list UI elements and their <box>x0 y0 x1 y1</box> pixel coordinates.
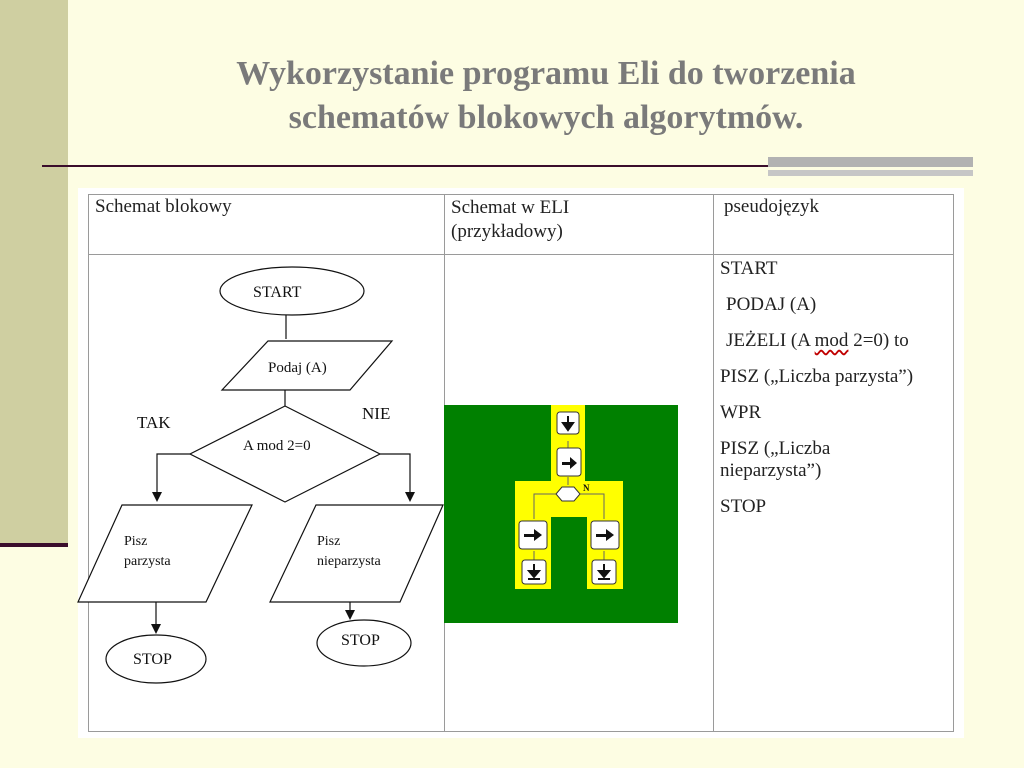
pseudo-line-print-odd: PISZ („Liczba nieparzysta”) <box>720 438 958 482</box>
connector-no <box>380 453 415 502</box>
pseudo-if-part-2: 2=0) to <box>848 330 909 351</box>
page-title: Wykorzystanie programu Eli do tworzenia … <box>68 52 1024 140</box>
output-yes-line-1: Pisz <box>124 534 147 549</box>
output-no-line-2: nieparzysta <box>317 554 382 569</box>
title-line-2: schematów blokowych algorytmów. <box>288 99 804 136</box>
pseudo-line-start: START <box>720 258 778 279</box>
eli-branch-label: N <box>583 483 590 493</box>
decision-diamond <box>188 405 382 503</box>
output-yes-line-2: parzysta <box>124 554 171 569</box>
pseudo-if-part-1: JEŻELI (A <box>726 330 815 351</box>
stop-right-label: STOP <box>341 632 380 649</box>
pseudo-line-else: WPR <box>720 402 762 423</box>
header-eli-line-2: (przykładowy) <box>451 221 563 242</box>
yes-label: TAK <box>137 413 171 432</box>
decision-label: A mod 2=0 <box>243 438 311 454</box>
no-label: NIE <box>362 404 390 423</box>
table-border-bottom <box>88 731 954 732</box>
header-eli: Schemat w ELI (przykładowy) <box>451 196 569 244</box>
pseudo-print-odd-2: nieparzysta”) <box>720 460 822 481</box>
title-rule-accent-2 <box>768 170 973 176</box>
pseudo-line-input: PODAJ (A) <box>726 294 817 315</box>
stop-terminal-right <box>316 619 412 667</box>
header-eli-line-1: Schemat w ELI <box>451 197 570 218</box>
start-terminal <box>219 266 365 316</box>
side-decoration-line <box>0 543 68 547</box>
start-label: START <box>253 284 302 301</box>
stop-left-label: STOP <box>133 651 172 668</box>
input-label: Podaj (A) <box>268 360 327 376</box>
title-rule-accent <box>768 157 973 167</box>
title-line-1: Wykorzystanie programu Eli do tworzenia <box>236 55 856 92</box>
connector-yes <box>152 453 190 502</box>
input-parallelogram <box>220 340 394 391</box>
table-border-left <box>88 194 89 732</box>
pseudo-line-if: JEŻELI (A mod 2=0) to <box>720 330 958 352</box>
title-rule <box>42 165 768 167</box>
pseudocode-list: START PODAJ (A) JEŻELI (A mod 2=0) to PI… <box>720 258 958 532</box>
output-no-line-1: Pisz <box>317 534 340 549</box>
table-col-divider-2 <box>713 194 714 732</box>
side-decoration-bar <box>0 0 68 546</box>
eli-decision-icon <box>555 486 581 502</box>
table-header-divider <box>88 254 954 255</box>
output-no-parallelogram <box>269 504 444 603</box>
header-pseudocode: pseudojęzyk <box>724 196 819 217</box>
table-border-right <box>953 194 954 732</box>
pseudo-print-odd-1: PISZ („Liczba <box>720 438 831 459</box>
header-flowchart: Schemat blokowy <box>95 196 232 217</box>
stop-terminal-left <box>105 634 207 684</box>
pseudo-line-stop: STOP <box>720 496 767 517</box>
table-border-top <box>88 194 954 195</box>
pseudo-if-mod: mod <box>814 330 849 351</box>
output-yes-parallelogram <box>77 504 253 603</box>
pseudo-line-print-even: PISZ („Liczba parzysta”) <box>720 366 914 387</box>
